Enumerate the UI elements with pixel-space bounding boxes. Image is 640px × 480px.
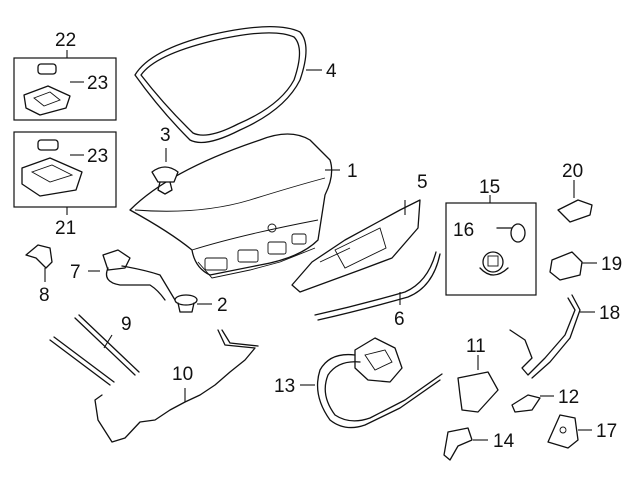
part-license-garnish xyxy=(291,199,421,293)
part-support-struts xyxy=(49,314,140,386)
group-light-21 xyxy=(13,131,117,215)
callout-18: 18 xyxy=(599,303,620,324)
part-bracket-8 xyxy=(25,244,53,282)
callout-15: 15 xyxy=(479,177,500,198)
callout-5: 5 xyxy=(417,172,428,193)
callout-13: 13 xyxy=(274,376,295,397)
part-weatherstrip-seal xyxy=(134,26,322,144)
callout-20: 20 xyxy=(562,161,583,182)
part-switch-11 xyxy=(457,355,499,413)
callout-7: 7 xyxy=(70,262,81,283)
callout-4: 4 xyxy=(326,61,337,82)
part-clip-3 xyxy=(151,148,179,195)
callout-1: 1 xyxy=(347,161,358,182)
part-molding-strip xyxy=(314,251,441,321)
part-release-cable xyxy=(94,329,259,443)
part-plate-17 xyxy=(547,414,592,449)
group-light-22 xyxy=(13,50,117,121)
callout-21: 21 xyxy=(55,218,76,239)
callout-19: 19 xyxy=(601,254,622,275)
callout-8: 8 xyxy=(39,285,50,306)
callout-9: 9 xyxy=(121,314,132,335)
callout-14: 14 xyxy=(493,431,515,452)
group-lock-cylinder xyxy=(445,195,537,296)
callout-2: 2 xyxy=(217,295,228,316)
part-bumper-2 xyxy=(174,294,212,313)
callout-3: 3 xyxy=(160,125,171,146)
part-harness-18 xyxy=(509,294,595,379)
part-trim-clip-20 xyxy=(557,180,593,223)
part-handle-14 xyxy=(443,427,488,461)
part-hinge-bracket xyxy=(88,249,176,301)
part-sensor-19 xyxy=(549,251,597,281)
callout-12: 12 xyxy=(558,387,579,408)
callout-17: 17 xyxy=(596,421,617,442)
part-clip-12 xyxy=(511,394,554,413)
callout-10: 10 xyxy=(172,364,193,385)
callout-11: 11 xyxy=(466,336,486,357)
callout-23-upper: 23 xyxy=(87,73,108,94)
callout-22: 22 xyxy=(55,30,76,51)
callout-23-lower: 23 xyxy=(87,146,108,167)
part-lock-actuator xyxy=(300,337,443,429)
callout-16: 16 xyxy=(453,220,474,241)
callout-labels: 1 2 3 4 5 6 7 8 9 10 11 12 13 14 15 16 1… xyxy=(39,30,622,452)
part-trunk-lid xyxy=(129,133,340,279)
callout-6: 6 xyxy=(394,309,405,330)
